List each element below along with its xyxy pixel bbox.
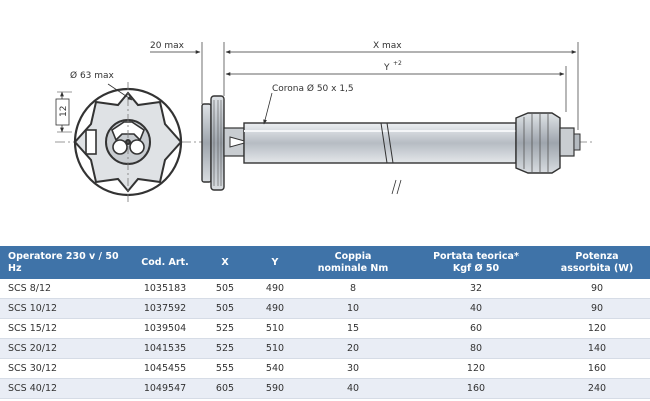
dim-12-label: 12	[59, 106, 69, 117]
cell-y: 590	[252, 378, 298, 399]
cell-coppia: 15	[298, 318, 408, 339]
cell-portata: 32	[408, 279, 544, 299]
cell-coppia: 10	[298, 298, 408, 319]
table-row: SCS 20/12 1041535 525 510 20 80 140	[0, 338, 650, 359]
side-view	[201, 95, 581, 191]
cell-operatore: SCS 8/12	[0, 279, 132, 299]
cell-y: 540	[252, 358, 298, 379]
cell-y: 510	[252, 318, 298, 339]
cell-operatore: SCS 30/12	[0, 358, 132, 379]
cell-x: 555	[198, 358, 252, 379]
table-row: SCS 15/12 1039504 525 510 15 60 120	[0, 318, 650, 339]
cell-y: 490	[252, 298, 298, 319]
header-operatore: Operatore 230 v / 50 Hz	[0, 246, 132, 279]
header-portata: Portata teorica*Kgf Ø 50	[408, 246, 544, 279]
header-y: Y	[252, 246, 298, 279]
cell-cod-art: 1037592	[132, 298, 198, 319]
cell-cod-art: 1045455	[132, 358, 198, 379]
dim-xmax-label: X max	[373, 41, 402, 51]
cell-potenza: 90	[544, 279, 650, 299]
cell-potenza: 90	[544, 298, 650, 319]
dim-20max-label: 20 max	[150, 41, 185, 51]
dim-y-tolerance: +2	[393, 60, 402, 67]
cell-operatore: SCS 20/12	[0, 338, 132, 359]
cell-coppia: 40	[298, 378, 408, 399]
cell-cod-art: 1041535	[132, 338, 198, 359]
front-view	[73, 82, 183, 203]
cell-portata: 160	[408, 378, 544, 399]
cell-y: 490	[252, 279, 298, 299]
header-x: X	[198, 246, 252, 279]
cell-portata: 120	[408, 358, 544, 379]
cell-cod-art: 1035183	[132, 279, 198, 299]
cell-cod-art: 1049547	[132, 378, 198, 399]
header-cod-art: Cod. Art.	[132, 246, 198, 279]
table-row: SCS 40/12 1049547 605 590 40 160 240	[0, 378, 650, 399]
cell-portata: 60	[408, 318, 544, 339]
cell-cod-art: 1039504	[132, 318, 198, 339]
cell-potenza: 160	[544, 358, 650, 379]
cell-potenza: 140	[544, 338, 650, 359]
cell-portata: 80	[408, 338, 544, 359]
cell-coppia: 20	[298, 338, 408, 359]
cell-coppia: 30	[298, 358, 408, 379]
cell-x: 505	[198, 298, 252, 319]
spec-table-header: Operatore 230 v / 50 Hz Cod. Art. X Y Co…	[0, 246, 650, 279]
cell-x: 525	[198, 318, 252, 339]
cell-x: 525	[198, 338, 252, 359]
cell-operatore: SCS 10/12	[0, 298, 132, 319]
cell-x: 505	[198, 279, 252, 299]
cell-coppia: 8	[298, 279, 408, 299]
table-row: SCS 30/12 1045455 555 540 30 120 160	[0, 358, 650, 379]
cell-potenza: 240	[544, 378, 650, 399]
cell-x: 605	[198, 378, 252, 399]
table-row: SCS 10/12 1037592 505 490 10 40 90	[0, 298, 650, 319]
table-row: SCS 8/12 1035183 505 490 8 32 90	[0, 279, 650, 299]
spec-table: Operatore 230 v / 50 Hz Cod. Art. X Y Co…	[0, 246, 650, 399]
dim-corona-label: Corona Ø 50 x 1,5	[272, 83, 354, 94]
cell-portata: 40	[408, 298, 544, 319]
dim-y-label: Y	[383, 63, 390, 73]
technical-drawing: Ø 63 max 12 20 max	[55, 41, 595, 203]
cell-y: 510	[252, 338, 298, 359]
cell-operatore: SCS 40/12	[0, 378, 132, 399]
cell-potenza: 120	[544, 318, 650, 339]
cell-operatore: SCS 15/12	[0, 318, 132, 339]
dim-diameter-63-label: Ø 63 max	[70, 70, 115, 81]
